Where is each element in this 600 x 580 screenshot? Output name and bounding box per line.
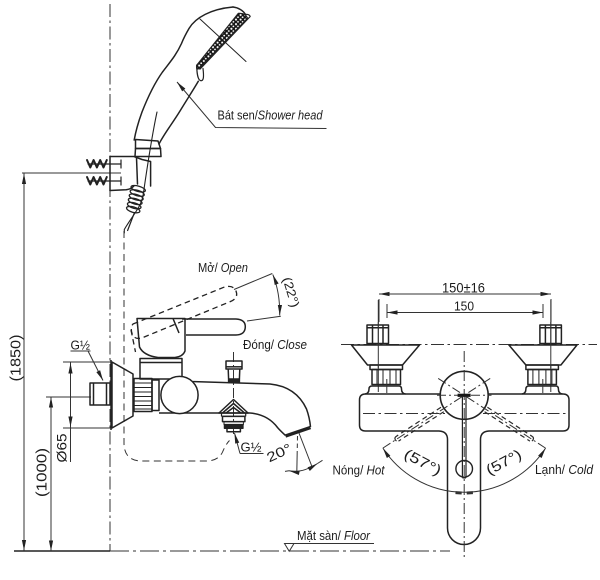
svg-text:Đóng/ Close: Đóng/ Close	[243, 338, 307, 352]
svg-text:20°: 20°	[264, 441, 294, 466]
svg-text:G½: G½	[241, 441, 263, 455]
svg-text:150±16: 150±16	[442, 280, 485, 296]
svg-text:Mặt sàn/ Floor: Mặt sàn/ Floor	[297, 529, 371, 543]
svg-text:Lạnh/ Cold: Lạnh/ Cold	[535, 463, 594, 477]
svg-text:(1000): (1000)	[35, 448, 51, 497]
svg-text:(57°): (57°)	[484, 447, 525, 479]
svg-text:150: 150	[454, 299, 474, 314]
svg-text:(22°): (22°)	[280, 275, 302, 309]
svg-text:Ø65: Ø65	[54, 433, 70, 462]
svg-text:Bát sen/Shower head: Bát sen/Shower head	[218, 109, 324, 123]
svg-text:Mở/ Open: Mở/ Open	[198, 261, 248, 275]
svg-text:Nóng/ Hot: Nóng/ Hot	[333, 464, 385, 478]
svg-text:(1850): (1850)	[9, 335, 25, 382]
svg-text:G½: G½	[71, 339, 91, 353]
